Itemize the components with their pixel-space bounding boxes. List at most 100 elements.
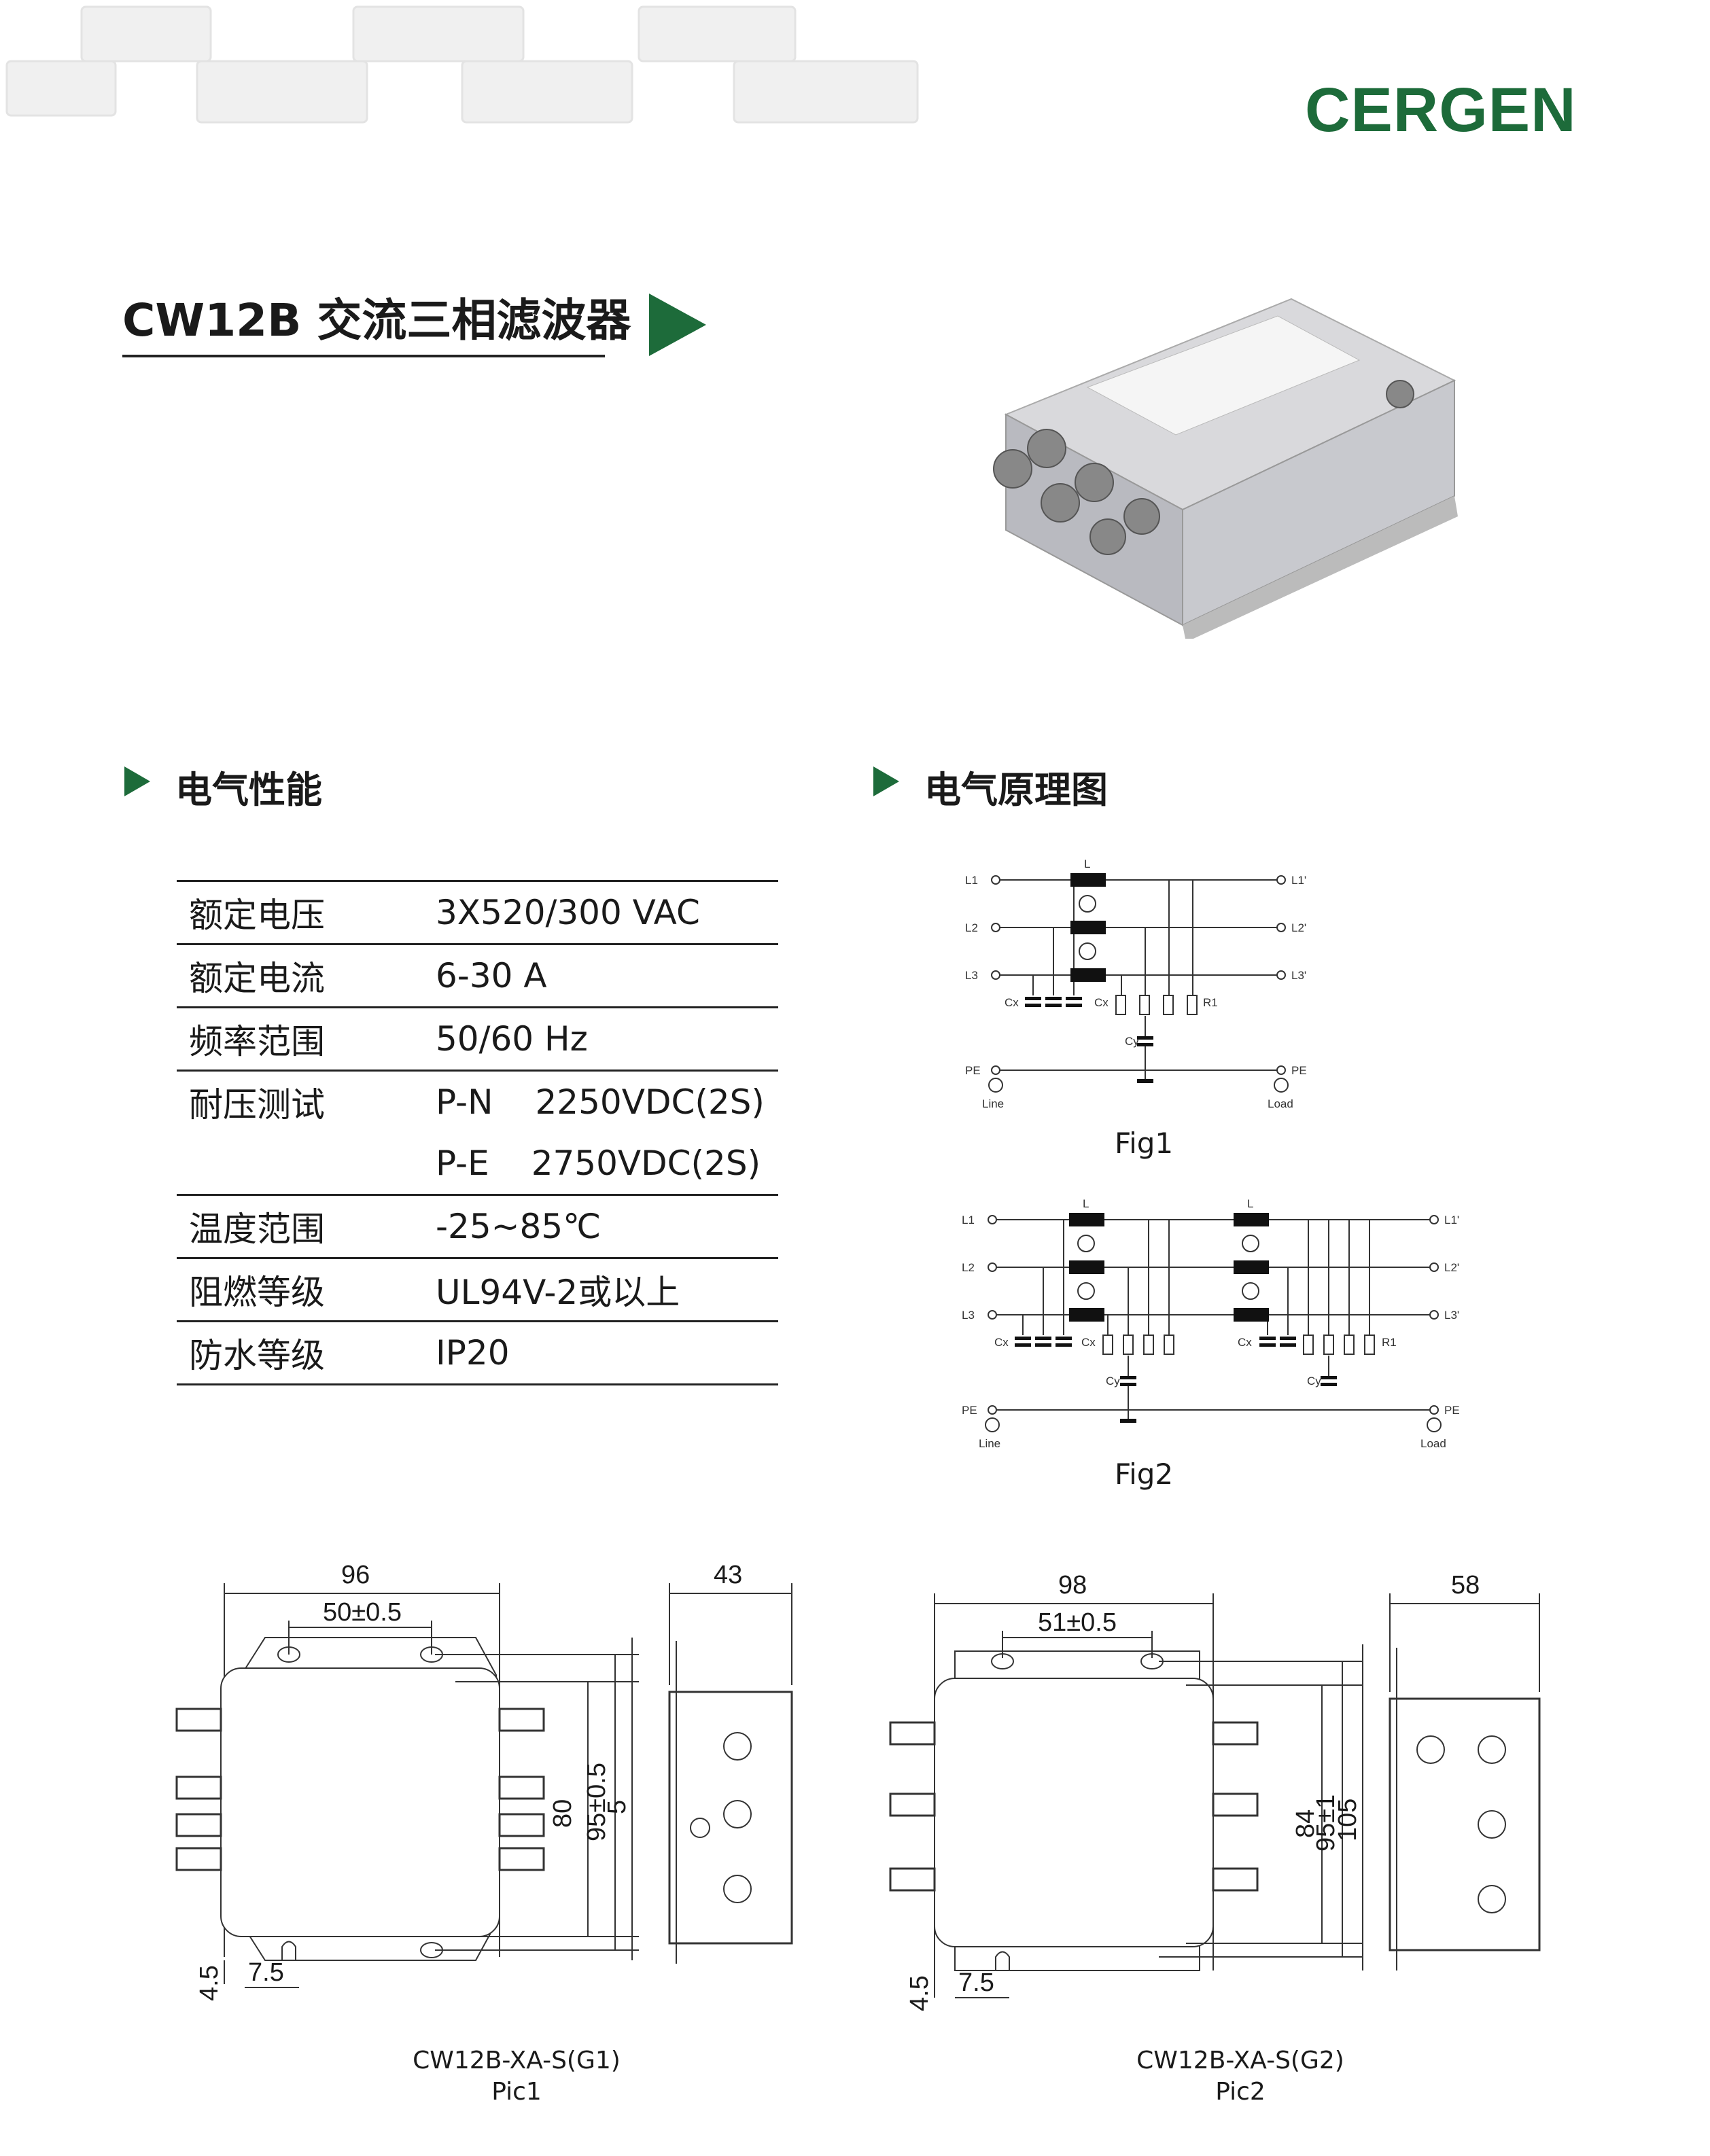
drawing-caption: CW12B-XA-S(G2) Pic2 <box>1132 2045 1349 2108</box>
schematic-label: R1 <box>1203 996 1218 1009</box>
schematic-label: R1 <box>1382 1336 1397 1349</box>
schematic-label: Cx <box>994 1336 1009 1349</box>
schematic-label: Line <box>982 1097 1004 1110</box>
dim-h1: 80 <box>548 1799 577 1828</box>
schematic-label: Load <box>1420 1437 1446 1450</box>
schematic-label: PE <box>965 1064 981 1077</box>
spec-value-a: P-N <box>436 1082 493 1122</box>
schematic-label: L2' <box>1444 1261 1459 1274</box>
table-row: 频率范围 50/60 Hz <box>177 1007 778 1072</box>
spec-value: -25~85℃ <box>423 1195 778 1259</box>
spec-value-b: 2750VDC(2S) <box>531 1144 761 1183</box>
spec-value: 50/60 Hz <box>423 1007 778 1072</box>
dim-h3: 105 <box>1333 1799 1362 1841</box>
table-row: 额定电压 3X520/300 VAC <box>177 880 778 945</box>
dim-depth: 58 <box>1451 1571 1480 1600</box>
page-title: CW12B 交流三相滤波器 <box>122 294 631 347</box>
schematic-label: L3' <box>1291 969 1306 982</box>
dim-width: 96 <box>341 1561 370 1589</box>
schematic-label: PE <box>1444 1404 1460 1417</box>
title-arrow-icon <box>649 294 706 356</box>
brand-logo: CERGEN <box>1305 75 1577 145</box>
section-arrow-icon <box>124 766 150 796</box>
table-row: 温度范围 -25~85℃ <box>177 1195 778 1259</box>
spec-value: P-N 2250VDC(2S) <box>423 1071 778 1133</box>
dim-depth: 43 <box>714 1561 742 1589</box>
spec-label: 防水等级 <box>177 1321 423 1385</box>
dim-pitch: 50±0.5 <box>323 1598 402 1627</box>
spec-label: 阻燃等级 <box>177 1258 423 1322</box>
figure-caption: Fig2 <box>1115 1457 1174 1491</box>
dim-slot-h: 4.5 <box>905 1975 934 2011</box>
schematic-label: L1 <box>962 1214 975 1226</box>
dimension-drawing-g1: 96 50±0.5 43 80 95±0.5 5 7.5 4.5 <box>175 1561 793 2001</box>
spec-value-a: P-E <box>436 1144 489 1183</box>
dimension-drawing-g2: 98 51±0.5 58 84 95±1 105 7.5 4.5 <box>889 1571 1541 2011</box>
schematic-label: Cx <box>1081 1336 1096 1349</box>
spec-label: 耐压测试 <box>189 1085 325 1125</box>
schematic-label: Line <box>979 1437 1000 1450</box>
spec-value: 3X520/300 VAC <box>423 880 778 945</box>
table-row: 耐压测试 P-N 2250VDC(2S) <box>177 1071 778 1133</box>
section-title-performance: 电气性能 <box>175 768 322 811</box>
spec-label <box>177 1133 423 1196</box>
spec-label: 温度范围 <box>177 1195 423 1259</box>
schematic-fig1: L1 L2 L3 PE L1' L2' L3' PE L Cx Cx R1 Cy… <box>965 858 1307 1110</box>
schematic-label: L1 <box>965 874 978 887</box>
table-row: 阻燃等级 UL94V-2或以上 <box>177 1258 778 1322</box>
table-row: P-E 2750VDC(2S) <box>177 1133 778 1196</box>
title-underline <box>122 355 605 357</box>
dim-pitch: 51±0.5 <box>1038 1608 1117 1637</box>
drawing-pic: Pic1 <box>491 2078 542 2106</box>
schematic-label: PE <box>962 1404 977 1417</box>
schematic-label: Cy <box>1106 1375 1120 1388</box>
dim-h2: 95±0.5 <box>582 1763 611 1841</box>
schematic-label: L <box>1083 1197 1089 1210</box>
spec-value: IP20 <box>423 1321 778 1385</box>
schematic-label: L1' <box>1291 874 1306 887</box>
schematic-label: L3' <box>1444 1309 1459 1322</box>
spec-table: 额定电压 3X520/300 VAC 额定电流 6-30 A 频率范围 50/6… <box>177 880 778 1385</box>
schematic-label: Cx <box>1005 996 1019 1009</box>
drawing-caption: CW12B-XA-S(G1) Pic1 <box>408 2045 625 2108</box>
drawing-pic: Pic2 <box>1215 2078 1266 2106</box>
product-photo <box>993 298 1458 639</box>
schematic-label: PE <box>1291 1064 1307 1077</box>
dim-slot-w: 7.5 <box>958 1968 994 1997</box>
dim-slot-w: 7.5 <box>248 1958 284 1987</box>
dim-slot-h: 4.5 <box>195 1965 224 2001</box>
header-product-strip <box>5 5 919 124</box>
spec-label: 额定电压 <box>177 880 423 945</box>
schematic-label: Cx <box>1238 1336 1252 1349</box>
section-arrow-icon <box>873 766 899 796</box>
dim-h1: 84 <box>1291 1809 1320 1838</box>
schematic-label: L2 <box>962 1261 975 1274</box>
schematic-fig2: L1 L2 L3 PE L1' L2' L3' PE L L Cx Cx Cx … <box>962 1197 1460 1450</box>
schematic-label: L3 <box>962 1309 975 1322</box>
table-row: 额定电流 6-30 A <box>177 944 778 1008</box>
schematic-label: L3 <box>965 969 978 982</box>
schematic-label: L1' <box>1444 1214 1459 1226</box>
dim-h2: 95±1 <box>1312 1795 1340 1852</box>
spec-value: 6-30 A <box>423 944 778 1008</box>
spec-label: 额定电流 <box>177 944 423 1008</box>
spec-value: P-E 2750VDC(2S) <box>423 1133 778 1196</box>
section-title-schematic: 电气原理图 <box>924 768 1108 811</box>
dim-h3: 5 <box>603 1800 631 1814</box>
spec-value: UL94V-2或以上 <box>423 1258 778 1322</box>
spec-label: 频率范围 <box>177 1007 423 1072</box>
schematic-label: L <box>1084 858 1090 870</box>
figure-caption: Fig1 <box>1115 1127 1174 1160</box>
drawing-model: CW12B-XA-S(G2) <box>1136 2047 1344 2074</box>
spec-value-b: 2250VDC(2S) <box>535 1082 765 1122</box>
schematic-label: L2' <box>1291 921 1306 934</box>
schematic-label: Cy <box>1125 1035 1139 1048</box>
schematic-label: Load <box>1268 1097 1293 1110</box>
dim-width: 98 <box>1058 1571 1087 1600</box>
schematic-label: Cy <box>1307 1375 1321 1388</box>
drawing-model: CW12B-XA-S(G1) <box>413 2047 621 2074</box>
table-row: 防水等级 IP20 <box>177 1321 778 1385</box>
schematic-label: L2 <box>965 921 978 934</box>
schematic-label: L <box>1247 1197 1253 1210</box>
schematic-label: Cx <box>1094 996 1109 1009</box>
